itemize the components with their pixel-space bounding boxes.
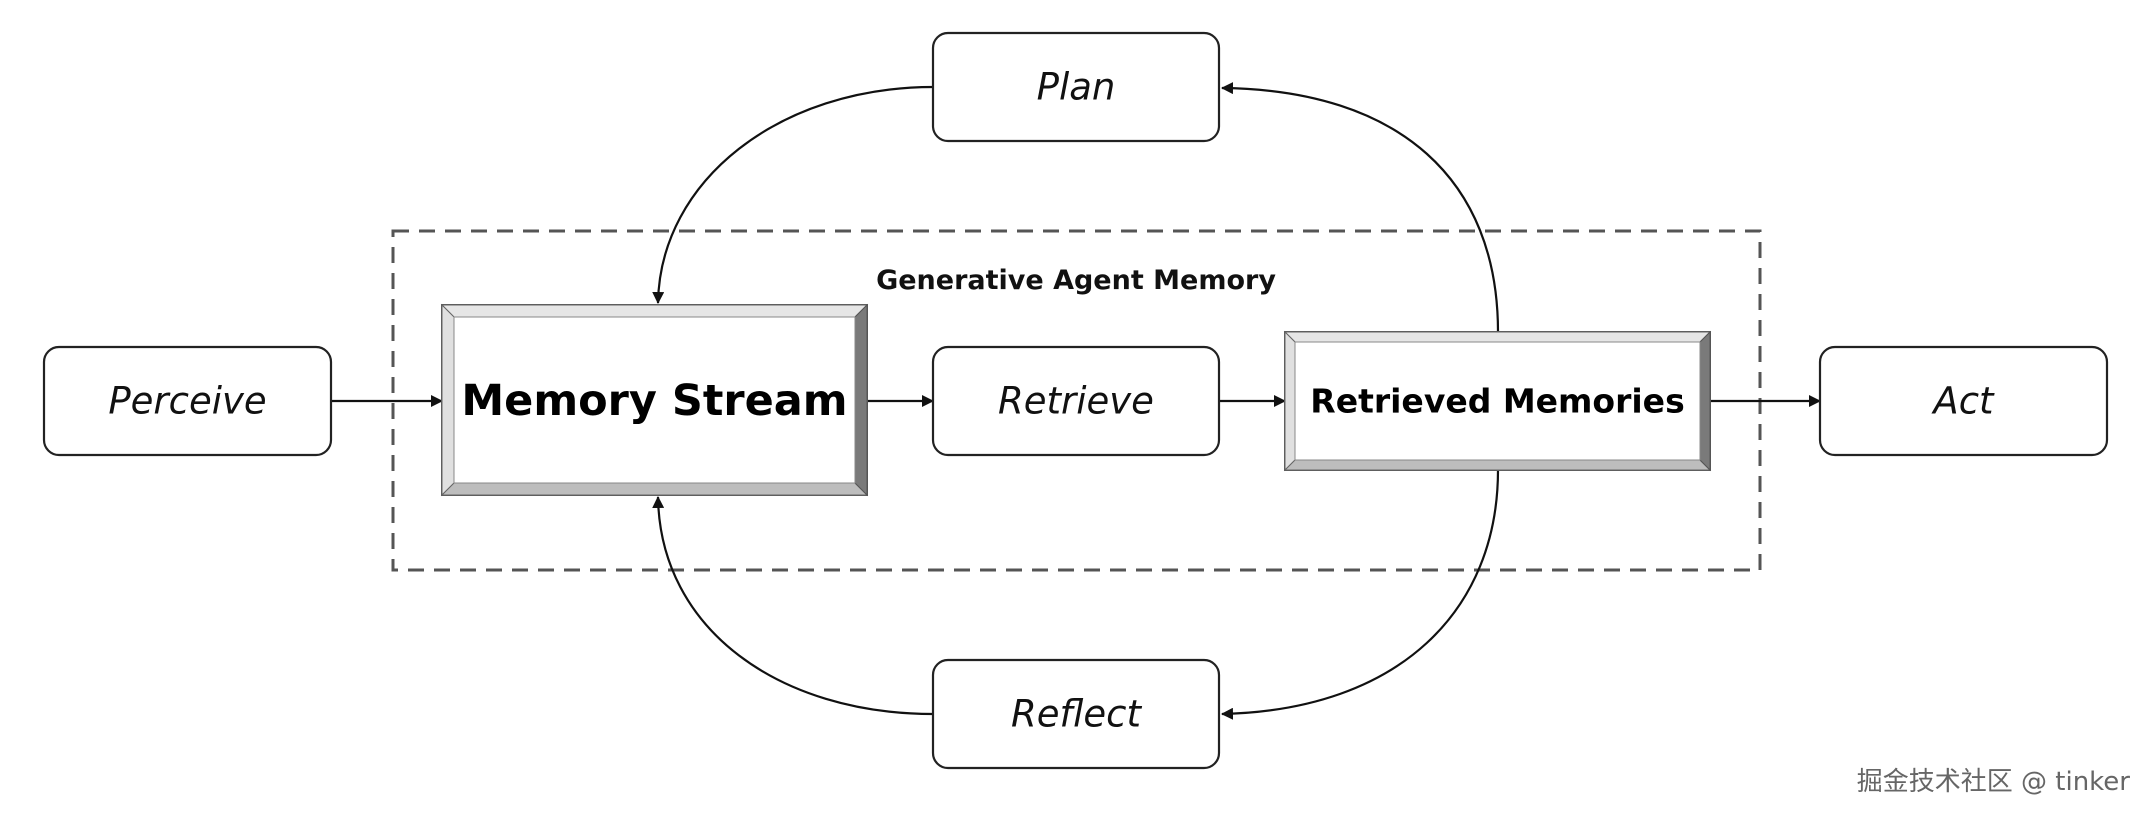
memory-stream-bevel-right bbox=[854, 303, 868, 497]
plan-to-memory-stream-arrow bbox=[652, 85, 934, 304]
memory-stream-node: Memory Stream bbox=[440, 303, 869, 497]
act-label: Act bbox=[1931, 380, 1995, 423]
memory-group-label: Generative Agent Memory bbox=[876, 265, 1276, 296]
reflect-label: Reflect bbox=[1011, 693, 1142, 736]
perceive-node: Perceive bbox=[42, 345, 333, 457]
retrieved-memories-to-reflect-arrow bbox=[1221, 469, 1500, 720]
retrieve-label: Retrieve bbox=[998, 380, 1154, 423]
plan-label: Plan bbox=[1037, 66, 1116, 109]
reflect-to-memory-stream-arrow bbox=[652, 496, 934, 716]
plan-node: Plan bbox=[931, 31, 1221, 143]
retrieved-memories-node: Retrieved Memories bbox=[1283, 330, 1712, 472]
retrieved-memories-bevel-left bbox=[1284, 330, 1296, 472]
retrieved-memories-bevel-bottom bbox=[1283, 459, 1712, 471]
retrieve-node: Retrieve bbox=[931, 345, 1221, 457]
retrieved-memories-label: Retrieved Memories bbox=[1310, 382, 1684, 421]
retrieved-memories-to-plan-arrow bbox=[1221, 82, 1500, 333]
retrieved-memories-bevel-top bbox=[1283, 331, 1712, 343]
perceive-label: Perceive bbox=[108, 380, 266, 423]
watermark: 掘金技术社区 @ tinker bbox=[1857, 767, 2131, 797]
retrieved-memories-bevel-right bbox=[1699, 330, 1711, 472]
memory-stream-bevel-bottom bbox=[440, 482, 869, 496]
memory-stream-bevel-left bbox=[441, 303, 455, 497]
memory-stream-bevel-top bbox=[440, 304, 869, 318]
reflect-node: Reflect bbox=[931, 658, 1221, 770]
act-node: Act bbox=[1818, 345, 2109, 457]
memory-stream-label: Memory Stream bbox=[461, 376, 847, 426]
